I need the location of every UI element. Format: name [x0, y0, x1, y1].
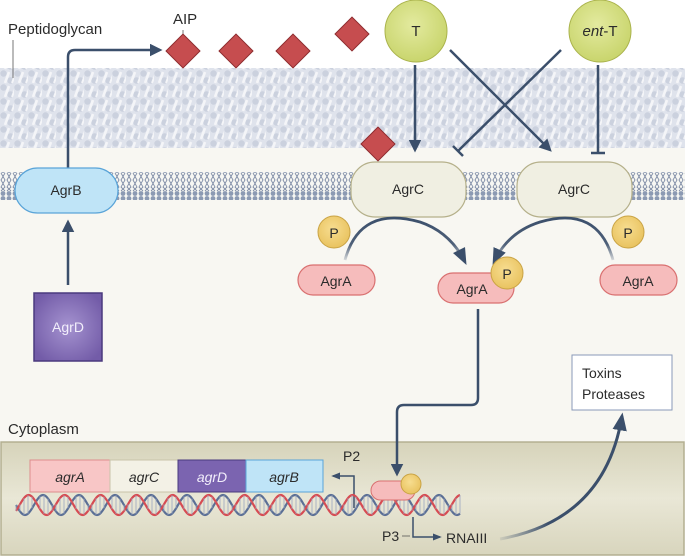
cytoplasm-label: Cytoplasm: [8, 421, 79, 438]
phosphate-label: P: [623, 225, 632, 241]
thiolactone-t: [384, 0, 448, 63]
agrc-left-protein: [350, 161, 467, 218]
rnaiii-label: RNAIII: [446, 530, 487, 546]
aip-diamond: [218, 33, 254, 69]
agrd-label: AgrD: [52, 319, 84, 335]
agra-binds-dna-arrow: [390, 309, 480, 477]
agra-left-label: AgrA: [320, 273, 352, 289]
agrc-right-protein: [516, 161, 633, 218]
p3-promoter-arrow: [412, 517, 442, 541]
rnaiii-upregulates-arrow: [499, 412, 627, 541]
p3-label: P3: [382, 528, 399, 544]
p2-promoter-arrow: [331, 472, 355, 508]
gene-agrb-label: agrB: [269, 469, 299, 485]
agrb-protein: [14, 167, 119, 214]
peptidoglycan-layer: [0, 68, 685, 148]
agra-left: [297, 264, 376, 296]
gene-agra: [29, 459, 111, 493]
aip-diamond: [334, 16, 370, 52]
p2-label: P2: [343, 448, 360, 464]
phosphate-bound-dna: [400, 473, 422, 495]
agra-center-label: AgrA: [456, 281, 488, 297]
gene-agrb: [245, 459, 324, 493]
phosphate-right: [611, 215, 645, 249]
agra-right-label: AgrA: [622, 273, 654, 289]
gene-agrc-label: agrC: [129, 469, 160, 485]
phosphate-label: P: [329, 225, 338, 241]
agra-right: [599, 264, 678, 296]
proteases-label: Proteases: [582, 386, 645, 402]
toxins-label: Toxins: [582, 365, 622, 381]
phosphotransfer-arrow-left: [343, 216, 467, 266]
gene-agra-label: agrA: [55, 469, 85, 485]
aip-diamond: [165, 33, 201, 69]
phosphate-label: P: [502, 266, 511, 282]
agrb-label: AgrB: [50, 182, 81, 198]
t-activates-agrc-right-arrow: [449, 49, 552, 152]
ent-t-label: ent-T: [582, 23, 617, 40]
gene-agrd-label: agrD: [197, 469, 227, 485]
agrd-protein: [33, 292, 103, 362]
agrc-right-label: AgrC: [558, 181, 590, 197]
agrb-export-arrow: [66, 43, 163, 170]
inhibition-bar: [452, 145, 464, 157]
gene-agrc: [109, 459, 179, 493]
toxins-proteases-box: [571, 354, 673, 411]
aip-diamond: [275, 33, 311, 69]
aip-label: AIP: [173, 11, 197, 28]
ent-t-inhibits-agrc-left: [457, 49, 562, 152]
agrc-left-label: AgrC: [392, 181, 424, 197]
phosphate-bound: [490, 256, 524, 290]
peptidoglycan-label: Peptidoglycan: [8, 21, 102, 38]
aip-bound-diamond: [360, 126, 396, 162]
phosphotransfer-arrow-right: [492, 216, 615, 266]
t-label: T: [411, 23, 420, 40]
thiolactone-ent-t: [568, 0, 632, 63]
phosphate-left: [317, 215, 351, 249]
